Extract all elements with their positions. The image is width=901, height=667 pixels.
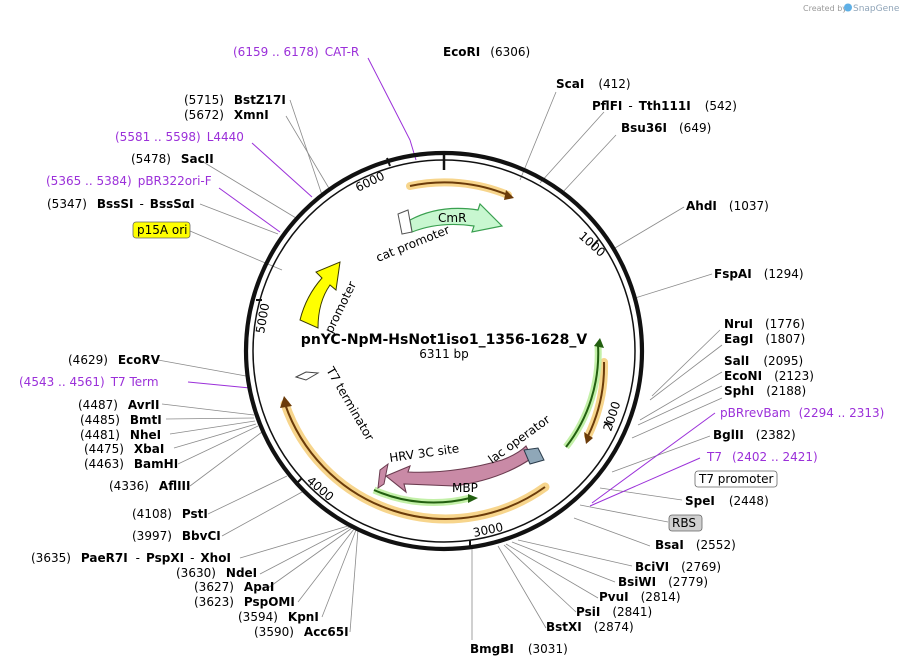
site-ecorv[interactable]: (4629)EcoRV (68, 353, 161, 367)
rbs-box[interactable]: RBS (668, 514, 703, 532)
t7-promoter-box[interactable]: T7 promoter (694, 470, 778, 488)
site-ndei[interactable]: (3630)NdeI (176, 566, 257, 580)
site-sacii[interactable]: (5478)SacII (131, 152, 214, 166)
site-bcivi[interactable]: BciVI(2769) (635, 560, 721, 574)
primer-t7[interactable]: T7(2402 .. 2421) (706, 450, 818, 464)
t7-terminator-feature[interactable]: T7 terminator (294, 364, 377, 443)
site-fspai[interactable]: FspAI(1294) (714, 267, 804, 281)
plasmid-title: pnYC-NpM-HsNot1iso1_1356-1628_V (301, 332, 588, 348)
site-pvui[interactable]: PvuI(2814) (599, 590, 681, 604)
credit-prefix: Created by (803, 4, 847, 13)
t7-promoter-box-label: T7 promoter (698, 472, 774, 486)
site-bsai[interactable]: BsaI(2552) (655, 538, 736, 552)
site-bamhi[interactable]: (4463)BamHI (84, 457, 178, 471)
site-spei[interactable]: SpeI(2448) (685, 494, 769, 508)
primer-cat-r[interactable]: (6159 .. 6178)CAT-R (233, 45, 359, 59)
site-bsu36i[interactable]: Bsu36I(649) (621, 121, 711, 135)
site-pflfi-tth111i[interactable]: PflFI-Tth111I(542) (592, 99, 737, 113)
site-sali[interactable]: SalI(2095) (724, 354, 803, 368)
site-xbai[interactable]: (4475)XbaI (84, 442, 164, 456)
site-apai[interactable]: (3627)ApaI (194, 580, 274, 594)
site-kpni[interactable]: (3594)KpnI (238, 610, 319, 624)
orange-arcs (280, 178, 609, 524)
leader-lines (157, 91, 723, 640)
tick-2000: 2000 (601, 400, 624, 433)
mbp-label: MBP (452, 481, 478, 495)
site-psti[interactable]: (4108)PstI (132, 507, 208, 521)
site-bsssi-bsssai[interactable]: (5347)BssSI-BssSαI (47, 197, 195, 211)
t7-terminator-label: T7 terminator (323, 364, 377, 443)
tick-marks (256, 157, 613, 548)
site-paer7i-pspxi-xhoi[interactable]: (3635)PaeR7I-PspXI-XhoI (31, 551, 231, 565)
green-arcs (372, 338, 604, 507)
plasmid-length: 6311 bp (419, 347, 469, 361)
tick-3000: 3000 (472, 520, 505, 540)
site-nhei[interactable]: (4481)NheI (80, 428, 161, 442)
p15a-ori-box-label: p15A ori (137, 223, 188, 237)
cmr-label: CmR (438, 211, 466, 225)
primer-pbrrevbam[interactable]: pBRrevBam(2294 .. 2313) (720, 406, 884, 420)
primer-t7-term[interactable]: (4543 .. 4561)T7 Term (19, 375, 159, 389)
site-bbvci[interactable]: (3997)BbvCI (132, 529, 221, 543)
cmr-feature[interactable]: CmR (409, 202, 504, 233)
site-acc65i[interactable]: (3590)Acc65I (254, 625, 349, 639)
rbs-box-label: RBS (672, 516, 696, 530)
site-bglii[interactable]: BglII(2382) (713, 428, 796, 442)
hrv-3c-site-label: HRV 3C site (388, 441, 459, 465)
snapgene-credit: Created by SnapGene (803, 3, 900, 14)
site-sphi[interactable]: SphI(2188) (724, 384, 806, 398)
site-scai[interactable]: ScaI(412) (556, 77, 631, 91)
p15a-ori-feature[interactable]: promoter (299, 261, 359, 335)
site-bstxi[interactable]: BstXI(2874) (546, 620, 634, 634)
site-xmni[interactable]: (5672)XmnI (184, 108, 269, 122)
snapgene-logo-icon (844, 3, 852, 12)
site-avrii[interactable]: (4487)AvrII (78, 398, 159, 412)
credit-brand: SnapGene (853, 4, 900, 14)
site-bmti[interactable]: (4485)BmtI (80, 413, 162, 427)
primer-pbr322ori-f[interactable]: (5365 .. 5384)pBR322ori-F (46, 174, 212, 188)
site-pspomi[interactable]: (3623)PspOMI (194, 595, 295, 609)
site-econi[interactable]: EcoNI(2123) (724, 369, 814, 383)
primer-l4440[interactable]: (5581 .. 5598)L4440 (115, 130, 244, 144)
p15a-ori-box[interactable]: p15A ori (132, 221, 191, 239)
site-ahdi[interactable]: AhdI(1037) (686, 199, 769, 213)
site-psii[interactable]: PsiI(2841) (576, 605, 652, 619)
site-bsiwi[interactable]: BsiWI(2779) (618, 575, 708, 589)
site-bstz17i[interactable]: (5715)BstZ17I (184, 93, 286, 107)
site-nrui[interactable]: NruI(1776) (724, 317, 805, 331)
site-eagi[interactable]: EagI(1807) (724, 332, 805, 346)
tick-5000: 5000 (253, 302, 272, 335)
site-ecori[interactable]: EcoRI(6306) (443, 45, 530, 59)
site-afliii[interactable]: (4336)AflIII (109, 479, 190, 493)
site-bmgbi[interactable]: BmgBI(3031) (470, 642, 568, 656)
